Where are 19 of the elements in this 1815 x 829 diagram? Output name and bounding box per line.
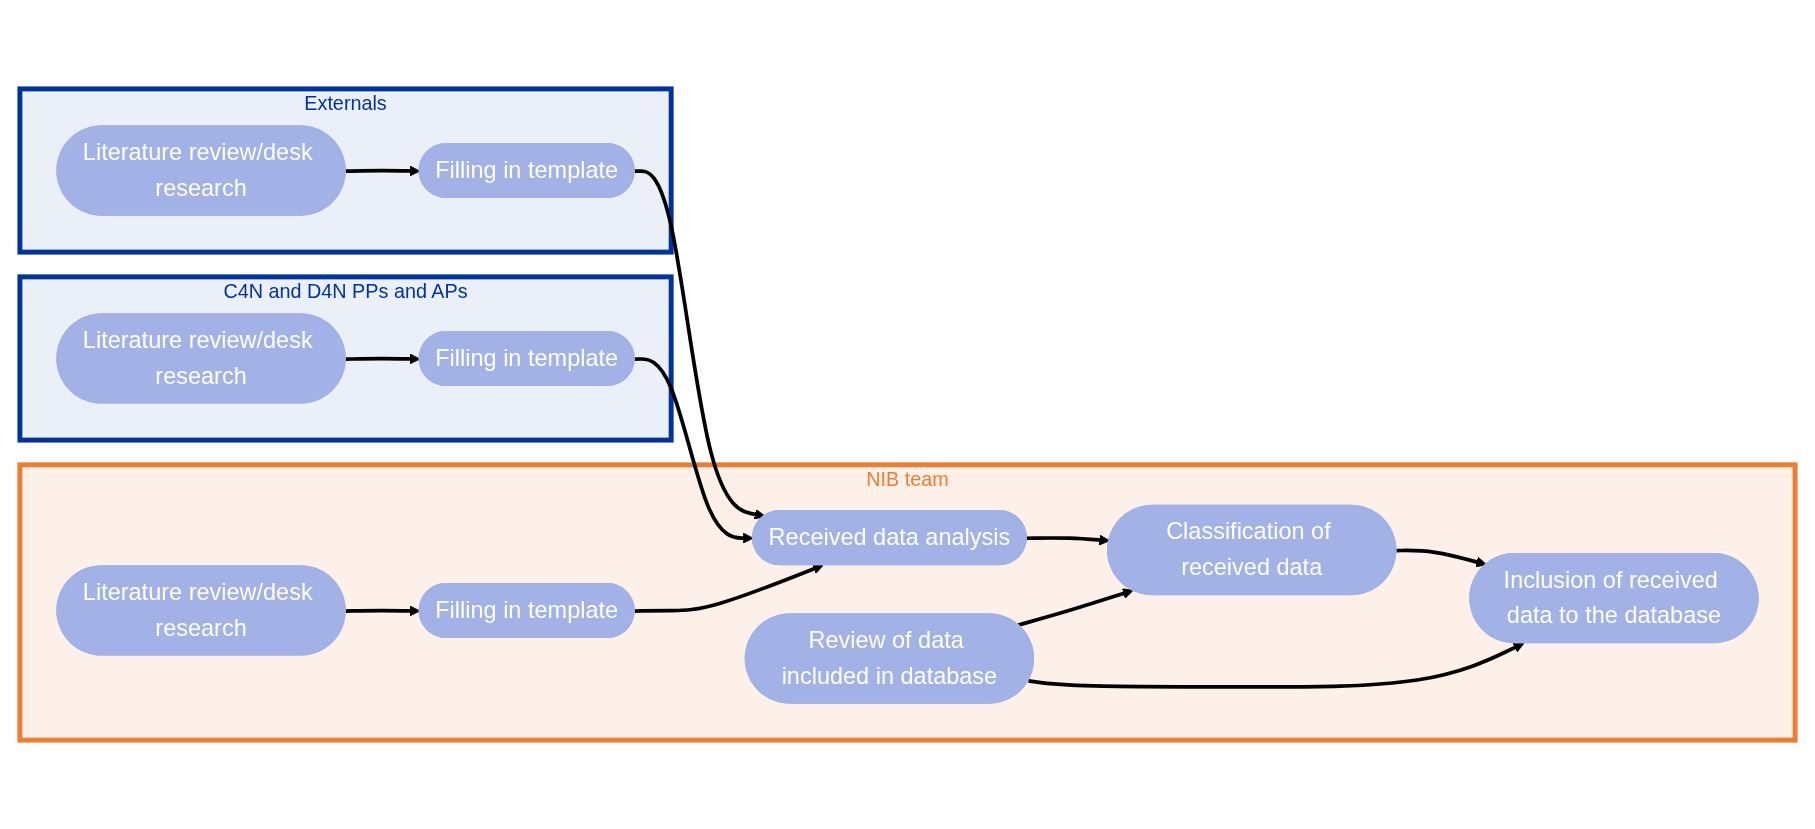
process-node: Literature review/desk research [56,125,346,216]
lane-title: Externals [304,92,387,114]
process-node: Filling in template [418,143,635,198]
process-node: Inclusion of received data to the database [1469,552,1759,644]
arrow [1028,642,1525,689]
arrow [1017,588,1134,627]
arrow [634,169,766,520]
process-node: Filling in template [418,330,635,386]
process-node: Filling in template [418,582,635,638]
process-node: Literature review/desk research [56,565,346,656]
arrow [1396,548,1487,568]
process-node: Literature review/desk research [56,313,346,404]
lane-title: C4N and D4N PPs and APs [223,280,468,302]
arrow [634,563,824,613]
arrow [1026,534,1110,546]
process-node: Received data analysis [752,510,1027,566]
process-node: Classification of received data [1107,504,1397,596]
process-node: Review of data included in database [744,613,1035,704]
lane-title: NIB team [866,468,949,490]
